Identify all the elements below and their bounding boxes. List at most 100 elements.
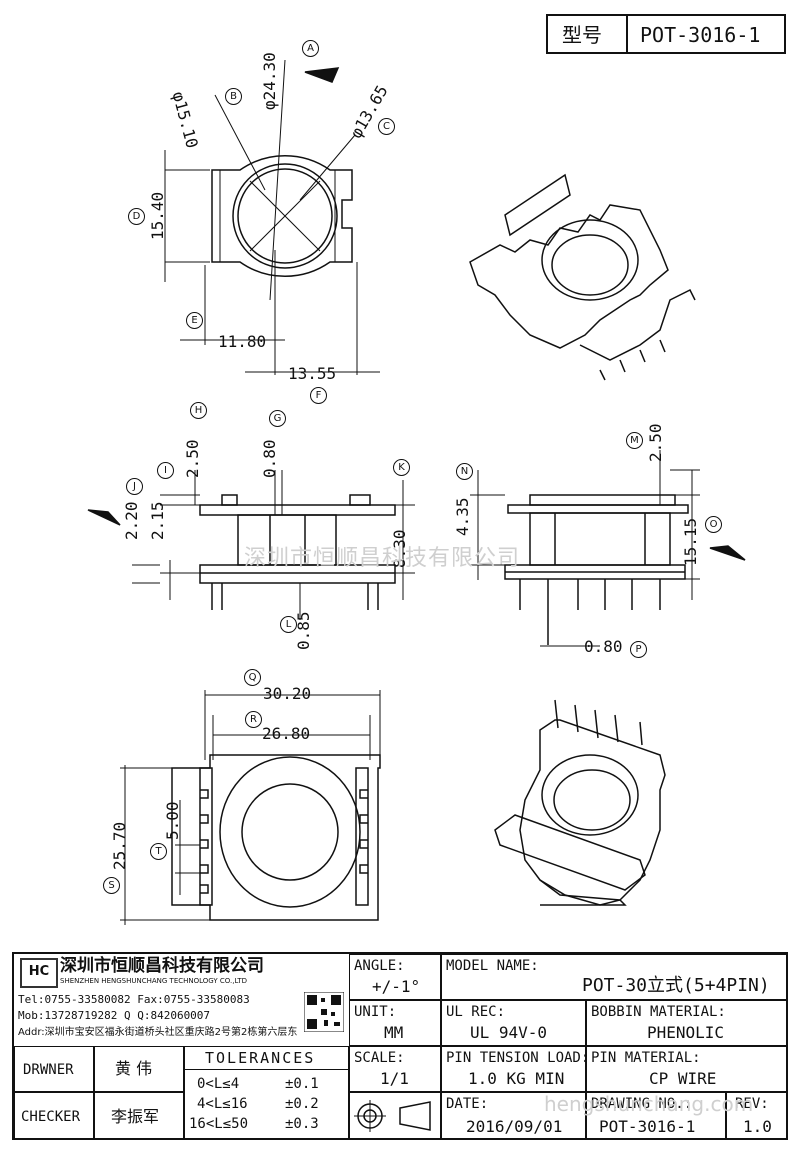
- rev-value: 1.0: [743, 1117, 772, 1136]
- model-name-value: POT-30立式(5+4PIN): [582, 975, 770, 996]
- tension-cell: PIN TENSION LOAD: 1.0 KG MIN: [441, 1046, 589, 1092]
- company-name-en: SHENZHEN HENGSHUNCHANG TECHNOLOGY CO.,LT…: [60, 977, 248, 985]
- date-value: 2016/09/01: [466, 1117, 563, 1136]
- ul-label: UL REC:: [446, 1004, 506, 1020]
- tolerances-label: TOLERANCES: [205, 1049, 316, 1067]
- marker-f: F: [310, 387, 327, 404]
- bottom-view: [171, 754, 381, 921]
- drawer-label: DRWNER: [23, 1062, 74, 1078]
- company-logo: HC: [20, 958, 58, 988]
- front-view: [199, 494, 396, 610]
- marker-g: G: [269, 410, 286, 427]
- tension-value: 1.0 KG MIN: [468, 1069, 565, 1088]
- unit-cell: UNIT: MM: [349, 1000, 441, 1046]
- tol-range-1: 0<L≤4: [197, 1076, 240, 1092]
- tol-range-3: 16<L≤50: [189, 1116, 249, 1132]
- marker-b: B: [225, 88, 242, 105]
- company-info: HC 深圳市恒顺昌科技有限公司 SHENZHEN HENGSHUNCHANG T…: [14, 954, 350, 1047]
- header-divider: [626, 16, 628, 52]
- date-label: DATE:: [446, 1096, 489, 1112]
- unit-label: UNIT:: [354, 1004, 397, 1020]
- dim-J: 2.20: [122, 501, 141, 540]
- company-name-cn: 深圳市恒顺昌科技有限公司: [60, 956, 264, 976]
- pin-material-cell: PIN MATERIAL: CP WIRE: [586, 1046, 788, 1092]
- tolerances-divider: [185, 1069, 350, 1070]
- checker-label: CHECKER: [21, 1109, 81, 1125]
- title-header: 型号 POT-3016-1: [546, 14, 786, 54]
- scale-label: SCALE:: [354, 1050, 405, 1066]
- rev-cell: REV: 1.0: [726, 1092, 788, 1140]
- dim-D: 15.40: [148, 191, 167, 240]
- bobbin-label: BOBBIN MATERIAL:: [591, 1004, 726, 1020]
- tolerances-cell: TOLERANCES 0<L≤4 ±0.1 4<L≤16 ±0.2 16<L≤5…: [184, 1046, 350, 1140]
- tol-value-3: ±0.3: [285, 1116, 319, 1132]
- qr-code: [304, 992, 344, 1032]
- drawing-no-cell: DRAWING NO.: POT-3016-1: [586, 1092, 726, 1140]
- scale-value: 1/1: [380, 1069, 409, 1088]
- marker-e: E: [186, 312, 203, 329]
- date-cell: DATE: 2016/09/01: [441, 1092, 586, 1140]
- unit-value: MM: [384, 1023, 404, 1042]
- checker-label-cell: CHECKER: [14, 1092, 94, 1140]
- dim-M: 2.50: [646, 423, 665, 462]
- dim-O: 15.15: [681, 517, 700, 566]
- marker-i: I: [157, 462, 174, 479]
- drawer-label-cell: DRWNER: [14, 1046, 94, 1092]
- company-address: Addr:深圳市宝安区福永街道桥头社区重庆路2号第2栋第六层东: [18, 1027, 298, 1038]
- marker-m: M: [626, 432, 643, 449]
- iso-view-top: [469, 173, 696, 381]
- marker-t: T: [150, 843, 167, 860]
- watermark: 深圳市恒顺昌科技有限公司: [244, 546, 521, 571]
- drawer-name: 黄 伟: [115, 1059, 153, 1078]
- drawing-no-label: DRAWING NO.:: [591, 1096, 693, 1112]
- type-label: 型号: [562, 23, 602, 47]
- dim-E: 11.80: [218, 332, 267, 351]
- dim-T: 5.00: [163, 801, 182, 840]
- iso-view-bottom: [494, 699, 666, 906]
- projection-symbol-icon: [354, 1100, 431, 1132]
- dim-G: 0.80: [260, 439, 279, 478]
- dim-R: 26.80: [262, 724, 311, 743]
- angle-cell: ANGLE: +/-1°: [349, 954, 441, 1000]
- bobbin-cell: BOBBIN MATERIAL: PHENOLIC: [586, 1000, 788, 1046]
- bobbin-value: PHENOLIC: [647, 1023, 725, 1042]
- scale-cell: SCALE: 1/1: [349, 1046, 441, 1092]
- side-view: [504, 494, 689, 645]
- marker-q: Q: [244, 669, 261, 686]
- marker-k: K: [393, 459, 410, 476]
- dim-L: 0.85: [294, 611, 313, 650]
- marker-r: R: [245, 711, 262, 728]
- pin-material-value: CP WIRE: [649, 1069, 717, 1088]
- tol-range-2: 4<L≤16: [197, 1096, 248, 1112]
- ul-cell: UL REC: UL 94V-0: [441, 1000, 586, 1046]
- dim-A: φ24.30: [260, 52, 279, 110]
- model-name-cell: MODEL NAME: POT-30立式(5+4PIN): [441, 954, 788, 1000]
- marker-a: A: [302, 40, 319, 57]
- company-mob-qq: Mob:13728719282 Q Q:842060007: [18, 1009, 211, 1022]
- angle-value: +/-1°: [372, 977, 421, 996]
- tol-value-2: ±0.2: [285, 1096, 319, 1112]
- marker-l: L: [280, 616, 297, 633]
- ul-value: UL 94V-0: [470, 1023, 548, 1042]
- dim-N: 4.35: [453, 497, 472, 536]
- model-name-label: MODEL NAME:: [446, 958, 539, 974]
- marker-j: J: [126, 478, 143, 495]
- title-block: HC 深圳市恒顺昌科技有限公司 SHENZHEN HENGSHUNCHANG T…: [12, 952, 788, 1140]
- marker-c: C: [378, 118, 395, 135]
- dim-I: 2.15: [148, 501, 167, 540]
- checker-name-cell: 李振军: [94, 1092, 184, 1140]
- company-tel-fax: Tel:0755-33580082 Fax:0755-33580083: [18, 993, 250, 1006]
- marker-h: H: [190, 402, 207, 419]
- dim-Q: 30.20: [263, 684, 312, 703]
- marker-p: P: [630, 641, 647, 658]
- header-model: POT-3016-1: [640, 23, 761, 47]
- projection-symbol-cell: [349, 1092, 441, 1140]
- rev-label: REV:: [735, 1096, 769, 1112]
- dim-P: 0.80: [584, 637, 623, 656]
- marker-o: O: [705, 516, 722, 533]
- dim-H: 2.50: [183, 439, 202, 478]
- watermark-url: hengshunchang.com: [544, 1092, 754, 1116]
- marker-s: S: [103, 877, 120, 894]
- pin-material-label: PIN MATERIAL:: [591, 1050, 701, 1066]
